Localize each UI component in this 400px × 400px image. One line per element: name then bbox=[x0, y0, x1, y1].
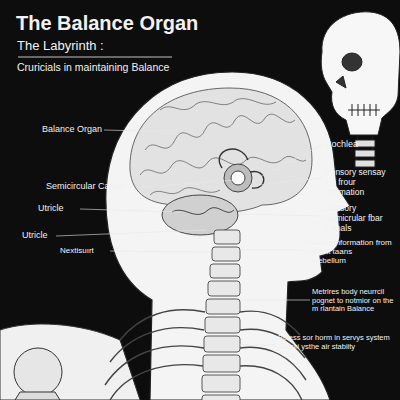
note: Boless sor horm in servys system merriri… bbox=[278, 334, 396, 351]
ribcage bbox=[105, 310, 306, 400]
part-label: Utricle bbox=[22, 230, 82, 240]
part-label: Semicircular Canals bbox=[46, 181, 146, 191]
title: The Balance Organ bbox=[16, 12, 276, 35]
inner-ear bbox=[162, 149, 264, 235]
leader-lines bbox=[56, 130, 322, 345]
note: Sensory sensay lke frour infomation bbox=[325, 168, 393, 197]
part-label: Cochlea bbox=[325, 139, 395, 149]
brain bbox=[130, 88, 312, 213]
note: Metrires body neurrcil pognet to notmior… bbox=[312, 288, 396, 314]
note: Sensory Semicrular fbar Canals bbox=[325, 204, 393, 233]
note: Nerrsar information from sweent taans Ce… bbox=[305, 238, 395, 266]
subtitle: The Labyrinth : bbox=[17, 39, 217, 54]
title-rule bbox=[18, 57, 172, 58]
part-label: Balance Organ bbox=[42, 124, 122, 134]
spine bbox=[202, 230, 240, 400]
head-silhouette bbox=[106, 72, 350, 400]
part-label: Utricle bbox=[38, 203, 98, 213]
skull bbox=[321, 12, 400, 167]
tagline: Cruricials in maintaining Balance bbox=[17, 61, 237, 73]
part-label: Nextisuırt bbox=[60, 246, 120, 255]
